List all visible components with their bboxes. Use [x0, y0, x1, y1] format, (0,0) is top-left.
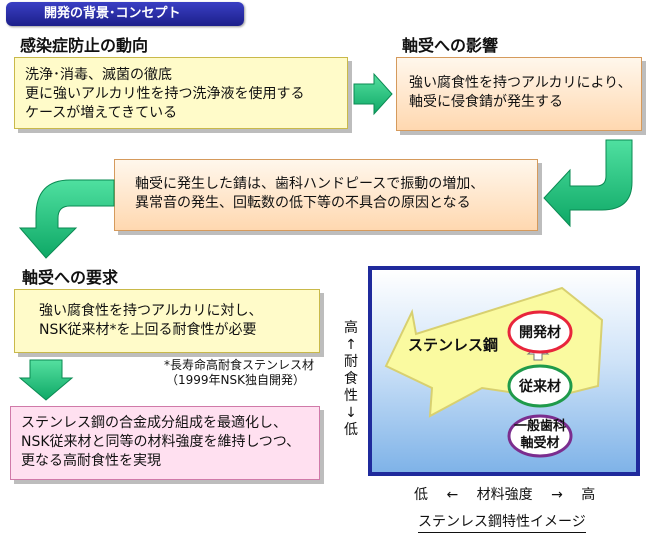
- stainless-chart-panel: ステンレス鋼 開発材 従来材 一般歯科 軸受材: [368, 266, 640, 476]
- general-material-ellipse: [507, 414, 573, 458]
- heading-bearing-requirement: 軸受への要求: [22, 264, 119, 291]
- bearing-impact-line-2: 軸受に侵食錆が発生する: [409, 94, 563, 110]
- section-title-badge: 開発の背景･コンセプト: [6, 2, 244, 26]
- y-axis-label-char-2: 食: [344, 371, 358, 387]
- big-arrow-label: ステンレス鋼: [408, 336, 499, 354]
- solution-line-1: ステンレス鋼の合金成分組成を最適化し、: [21, 415, 287, 431]
- general-material-label: 一般歯科 軸受材: [504, 418, 576, 452]
- x-axis-high: 高: [581, 487, 596, 503]
- heading-infection-trend: 感染症防止の動向: [20, 32, 149, 59]
- requirement-line-1: 強い腐食性を持つアルカリに対し、: [39, 303, 263, 319]
- chart-graphics: [384, 286, 604, 458]
- chart-plot-area: ステンレス鋼 開発材 従来材 一般歯科 軸受材: [372, 270, 636, 472]
- general-material-label-line-1: 一般歯科: [513, 419, 566, 434]
- y-axis-high: 高: [344, 320, 358, 336]
- infection-line-1: 洗浄･消毒、滅菌の徹底: [25, 67, 172, 83]
- y-axis-arrow-up-icon: ↑: [345, 337, 357, 353]
- developed-material-ellipse: [507, 310, 573, 354]
- chart-x-axis: 低 ← 材料強度 → 高: [414, 484, 595, 504]
- x-axis-arrow-right-icon: →: [551, 487, 563, 503]
- conventional-material-ellipse: [507, 364, 573, 408]
- flow-arrow-curve-left-icon: [18, 179, 115, 259]
- chart-y-axis: 高 ↑ 耐 食 性 ↓ 低: [342, 320, 360, 439]
- rust-effect-line-2: 異常音の発生、回転数の低下等の不具合の原因となる: [135, 195, 471, 211]
- solution-box: ステンレス鋼の合金成分組成を最適化し、 NSK従来材と同等の材料強度を維持しつつ…: [10, 406, 320, 480]
- footnote-line-2: （1999年NSK独自開発）: [166, 373, 306, 387]
- footnote: *長寿命高耐食ステンレス材 （1999年NSK独自開発）: [164, 358, 314, 388]
- infection-line-3: ケースが増えてきている: [25, 105, 178, 121]
- footnote-line-1: *長寿命高耐食ステンレス材: [164, 358, 315, 372]
- infection-trend-box: 洗浄･消毒、滅菌の徹底 更に強いアルカリ性を持つ洗浄液を使用する ケースが増えて…: [14, 57, 348, 129]
- conventional-material-label: 従来材: [519, 379, 561, 395]
- y-axis-label-char-1: 耐: [344, 354, 358, 370]
- solution-line-2: NSK従来材と同等の材料強度を維持しつつ、: [21, 434, 301, 450]
- y-axis-low: 低: [344, 422, 358, 438]
- chart-caption: ステンレス鋼特性イメージ: [418, 511, 586, 533]
- x-axis-low: 低: [414, 487, 428, 503]
- flow-arrow-down-icon: [18, 359, 74, 401]
- general-material-label-line-2: 軸受材: [520, 436, 560, 451]
- requirement-line-2: NSK従来材*を上回る耐食性が必要: [39, 322, 257, 338]
- flow-arrow-right-icon: [353, 72, 393, 116]
- flow-arrow-curve-right-icon: [543, 139, 633, 228]
- bearing-impact-box: 強い腐食性を持つアルカリにより、 軸受に侵食錆が発生する: [396, 57, 642, 131]
- rust-effect-box: 軸受に発生した錆は、歯科ハンドピースで振動の増加、 異常音の発生、回転数の低下等…: [114, 159, 538, 231]
- x-axis-arrow-left-icon: ←: [446, 487, 459, 503]
- rust-effect-line-1: 軸受に発生した錆は、歯科ハンドピースで振動の増加、: [135, 176, 485, 192]
- x-axis-label: 材料強度: [476, 487, 533, 503]
- bearing-impact-line-1: 強い腐食性を持つアルカリにより、: [409, 75, 632, 91]
- developed-material-label: 開発材: [519, 325, 561, 341]
- infection-line-2: 更に強いアルカリ性を持つ洗浄液を使用する: [25, 86, 305, 102]
- requirement-box: 強い腐食性を持つアルカリに対し、 NSK従来材*を上回る耐食性が必要: [14, 289, 320, 353]
- heading-bearing-impact: 軸受への影響: [402, 32, 499, 59]
- y-axis-arrow-down-icon: ↓: [345, 405, 357, 421]
- y-axis-label-char-3: 性: [344, 388, 358, 404]
- solution-line-3: 更なる高耐食性を実現: [21, 453, 161, 469]
